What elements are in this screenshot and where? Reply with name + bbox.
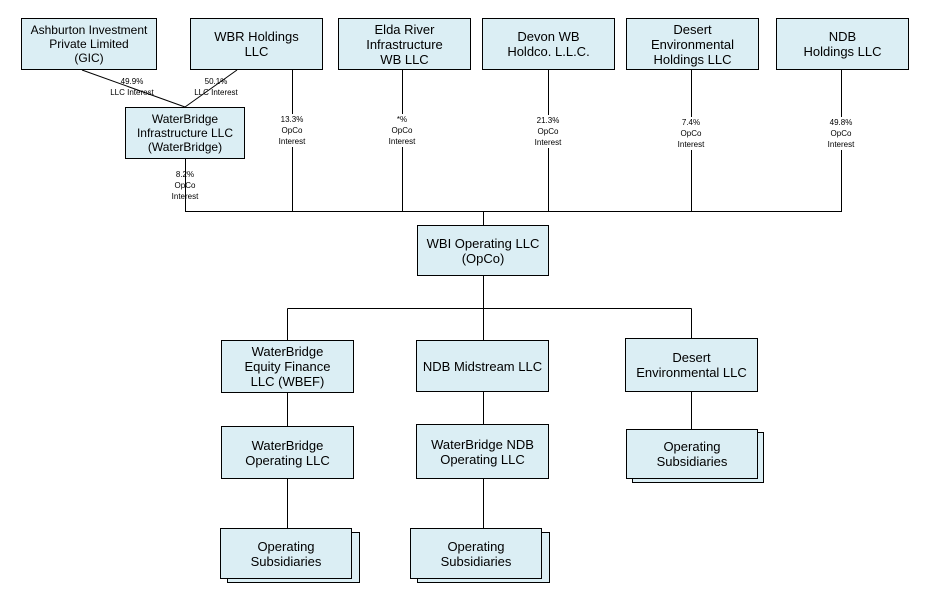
interest-label-devon: 21.3% OpCo Interest — [513, 115, 583, 148]
entity-gic: Ashburton Investment Private Limited (GI… — [21, 18, 157, 70]
entity-waterbridge-operating: WaterBridge Operating LLC — [221, 426, 354, 479]
entity-desert-environmental: Desert Environmental LLC — [625, 338, 758, 392]
entity-elda-river: Elda River Infrastructure WB LLC — [338, 18, 471, 70]
interest-label-elda: *% OpCo Interest — [367, 114, 437, 147]
entity-operating-subsidiaries-left: Operating Subsidiaries — [220, 528, 352, 579]
entity-operating-subsidiaries-middle: Operating Subsidiaries — [410, 528, 542, 579]
interest-label-desert: 7.4% OpCo Interest — [656, 117, 726, 150]
entity-waterbridge-ndb-operating: WaterBridge NDB Operating LLC — [416, 424, 549, 479]
entity-desert-holdings: Desert Environmental Holdings LLC — [626, 18, 759, 70]
entity-ndb-holdings: NDB Holdings LLC — [776, 18, 909, 70]
entity-wbr-holdings: WBR Holdings LLC — [190, 18, 323, 70]
interest-label-wbr-llc: 50.1% LLC Interest — [194, 77, 238, 97]
interest-label-wbr: 13.3% OpCo Interest — [257, 114, 327, 147]
entity-wbef: WaterBridge Equity Finance LLC (WBEF) — [221, 340, 354, 393]
entity-devon-wb: Devon WB Holdco. L.L.C. — [482, 18, 615, 70]
entity-wbi-operating-opco: WBI Operating LLC (OpCo) — [417, 225, 549, 276]
interest-label-ndb: 49.8% OpCo Interest — [806, 117, 876, 150]
interest-label-waterbridge: 8.2% OpCo Interest — [171, 170, 199, 201]
entity-ndb-midstream: NDB Midstream LLC — [416, 340, 549, 392]
interest-label-gic: 49.9% LLC Interest — [110, 77, 154, 97]
entity-waterbridge-infrastructure: WaterBridge Infrastructure LLC (WaterBri… — [125, 107, 245, 159]
entity-operating-subsidiaries-right: Operating Subsidiaries — [626, 429, 758, 479]
